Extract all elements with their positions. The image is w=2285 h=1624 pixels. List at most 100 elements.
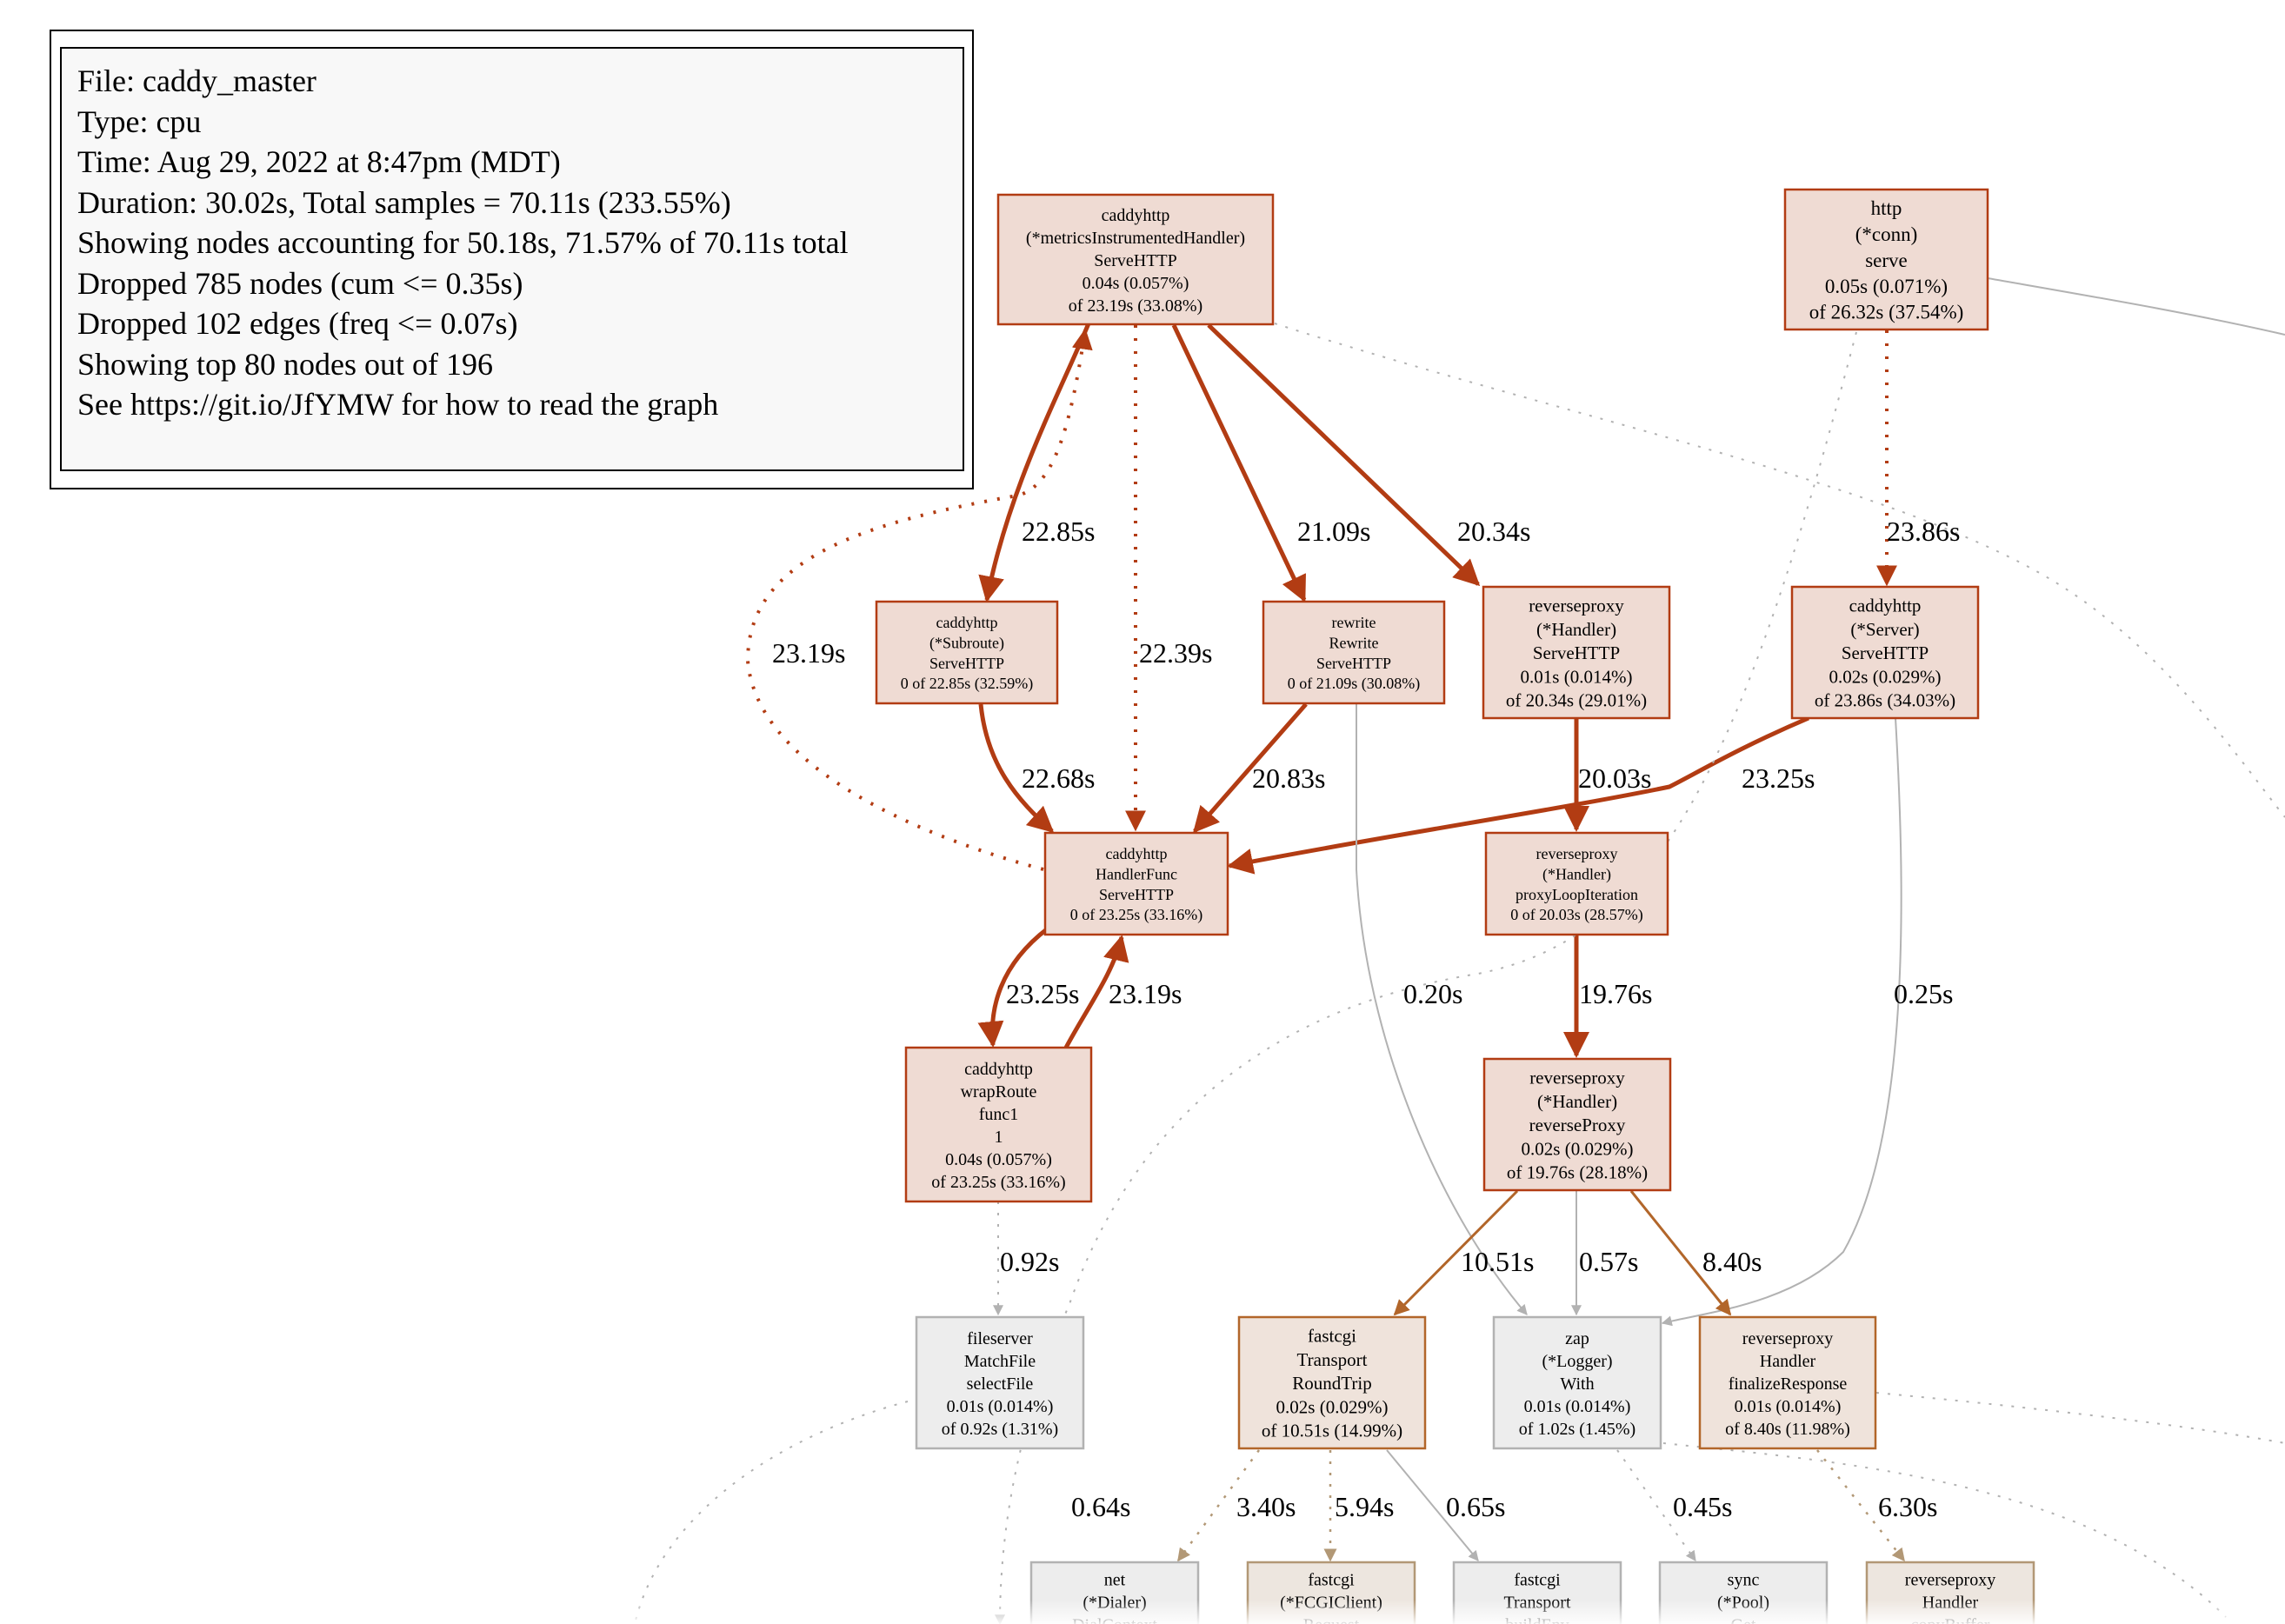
graph-node-proxyloop[interactable]: reverseproxy(*Handler)proxyLoopIteration… bbox=[1484, 831, 1669, 936]
edge-label-e21: 3.40s bbox=[1236, 1491, 1296, 1522]
node-box bbox=[904, 1046, 1093, 1203]
graph-node-fcgiclient[interactable]: fastcgi(*FCGIClient)Request bbox=[1246, 1561, 1416, 1624]
node-label-line: 0.01s (0.014%) bbox=[947, 1397, 1054, 1416]
graph-node-transport_build[interactable]: fastcgiTransportbuildEnv bbox=[1452, 1561, 1622, 1624]
node-label-line: serve bbox=[1865, 250, 1908, 271]
node-label-line: of 19.76s (28.18%) bbox=[1507, 1162, 1648, 1183]
graph-edge-e4 bbox=[1207, 323, 1481, 587]
graph-edge-e23 bbox=[1386, 1449, 1479, 1561]
node-label-line: buildEnv bbox=[1505, 1615, 1569, 1624]
node-box bbox=[1790, 585, 1980, 720]
node-label-line: Transport bbox=[1503, 1593, 1570, 1612]
graph-node-rp_handler_bottom[interactable]: reverseproxyHandlercopyBuffer bbox=[1865, 1561, 2035, 1624]
edge-label-e13: 0.20s bbox=[1403, 978, 1462, 1009]
node-label-line: func1 bbox=[979, 1105, 1019, 1124]
node-label-line: 0.04s (0.057%) bbox=[1083, 274, 1189, 293]
profile-info-content: File: caddy_master Type: cpu Time: Aug 2… bbox=[60, 47, 964, 471]
edge-label-e18: 0.57s bbox=[1579, 1246, 1638, 1277]
edge-label-e6: 23.86s bbox=[1887, 516, 1960, 547]
edge-label-e19: 8.40s bbox=[1702, 1246, 1762, 1277]
node-label-line: of 26.32s (37.54%) bbox=[1809, 302, 1964, 323]
node-label-line: caddyhttp bbox=[936, 614, 998, 631]
edge-label-e7: 22.68s bbox=[1022, 762, 1095, 794]
edge-label-e5: 23.19s bbox=[772, 637, 845, 669]
node-label-line: reverseproxy bbox=[1905, 1570, 1995, 1589]
node-label-line: Handler bbox=[1922, 1593, 1979, 1612]
node-label-line: of 20.34s (29.01%) bbox=[1506, 690, 1647, 711]
graph-node-finalize[interactable]: reverseproxyHandlerfinalizeResponse0.01s… bbox=[1698, 1315, 1877, 1450]
node-label-line: HandlerFunc bbox=[1096, 865, 1177, 882]
graph-edge-e1 bbox=[978, 323, 1091, 602]
info-dropped-nodes: Dropped 785 nodes (cum <= 0.35s) bbox=[77, 265, 523, 301]
graph-node-sync_pool[interactable]: sync(*Pool)Get bbox=[1658, 1561, 1829, 1624]
node-label-line: (*metricsInstrumentedHandler) bbox=[1026, 229, 1245, 248]
node-label-line: caddyhttp bbox=[1102, 206, 1170, 225]
nodes-layer: caddyhttp(*metricsInstrumentedHandler)Se… bbox=[875, 188, 2035, 1624]
node-label-line: Handler bbox=[1760, 1352, 1816, 1371]
node-label-line: Get bbox=[1731, 1615, 1756, 1624]
node-label-line: (*Dialer) bbox=[1083, 1593, 1146, 1612]
graph-node-reverseproxy_fn[interactable]: reverseproxy(*Handler)reverseProxy0.02s … bbox=[1482, 1057, 1672, 1192]
graph-node-dialer[interactable]: net(*Dialer)DialContext bbox=[1029, 1561, 1200, 1624]
node-label-line: (*Handler) bbox=[1537, 1091, 1617, 1112]
edge-label-e15: 0.25s bbox=[1894, 978, 1953, 1009]
edge-label-e20: 0.64s bbox=[1071, 1491, 1130, 1522]
node-label-line: Transport bbox=[1297, 1349, 1368, 1370]
edge-label-e25: 6.30s bbox=[1878, 1491, 1937, 1522]
info-time: Time: Aug 29, 2022 at 8:47pm (MDT) bbox=[77, 144, 561, 179]
node-label-line: rewrite bbox=[1332, 614, 1376, 631]
node-label-line: With bbox=[1560, 1374, 1594, 1394]
node-label-line: (*FCGIClient) bbox=[1280, 1593, 1382, 1612]
graph-node-metrics[interactable]: caddyhttp(*metricsInstrumentedHandler)Se… bbox=[996, 193, 1275, 326]
graph-edge-ex3 bbox=[634, 1401, 909, 1624]
node-label-line: selectFile bbox=[967, 1374, 1034, 1394]
node-label-line: fastcgi bbox=[1308, 1326, 1356, 1347]
graph-edge-e17 bbox=[1393, 1189, 1519, 1316]
node-label-line: reverseProxy bbox=[1529, 1115, 1626, 1135]
node-label-line: of 23.19s (33.08%) bbox=[1069, 296, 1202, 316]
node-label-line: sync bbox=[1728, 1570, 1760, 1589]
graph-edge-e13 bbox=[1356, 704, 1528, 1315]
info-type: Type: cpu bbox=[77, 103, 202, 139]
node-box bbox=[1698, 1315, 1877, 1450]
profile-info-box: File: caddy_master Type: cpu Time: Aug 2… bbox=[50, 30, 974, 489]
node-label-line: (*conn) bbox=[1855, 223, 1918, 245]
node-label-line: (*Handler) bbox=[1536, 619, 1616, 640]
info-file: File: caddy_master bbox=[77, 63, 316, 98]
node-label-line: MatchFile bbox=[964, 1352, 1036, 1371]
graph-edge-e5 bbox=[745, 328, 1093, 871]
node-label-line: (*Logger) bbox=[1542, 1352, 1612, 1371]
edge-label-e3: 21.09s bbox=[1297, 516, 1370, 547]
node-label-line: of 0.92s (1.31%) bbox=[942, 1420, 1058, 1439]
node-label-line: fastcgi bbox=[1308, 1570, 1355, 1589]
node-label-line: 0.05s (0.071%) bbox=[1825, 276, 1948, 297]
edge-label-e2: 22.39s bbox=[1139, 637, 1212, 669]
node-label-line: fileserver bbox=[967, 1329, 1033, 1348]
node-box bbox=[1484, 831, 1669, 936]
node-label-line: wrapRoute bbox=[961, 1082, 1037, 1102]
node-label-line: of 23.25s (33.16%) bbox=[931, 1173, 1065, 1192]
edge-label-e4: 20.34s bbox=[1457, 516, 1530, 547]
graph-edge-e3 bbox=[1171, 323, 1307, 602]
node-label-line: of 23.86s (34.03%) bbox=[1815, 690, 1955, 711]
node-label-line: net bbox=[1104, 1570, 1126, 1589]
node-label-line: of 1.02s (1.45%) bbox=[1519, 1420, 1635, 1439]
graph-edge-e11 bbox=[977, 927, 1049, 1048]
node-label-line: 0 of 20.03s (28.57%) bbox=[1510, 906, 1642, 924]
edge-label-e23: 0.65s bbox=[1446, 1491, 1505, 1522]
node-box bbox=[1482, 585, 1671, 720]
edge-label-e12: 23.19s bbox=[1109, 978, 1182, 1009]
info-help-link[interactable]: See https://git.io/JfYMW for how to read… bbox=[77, 387, 719, 422]
